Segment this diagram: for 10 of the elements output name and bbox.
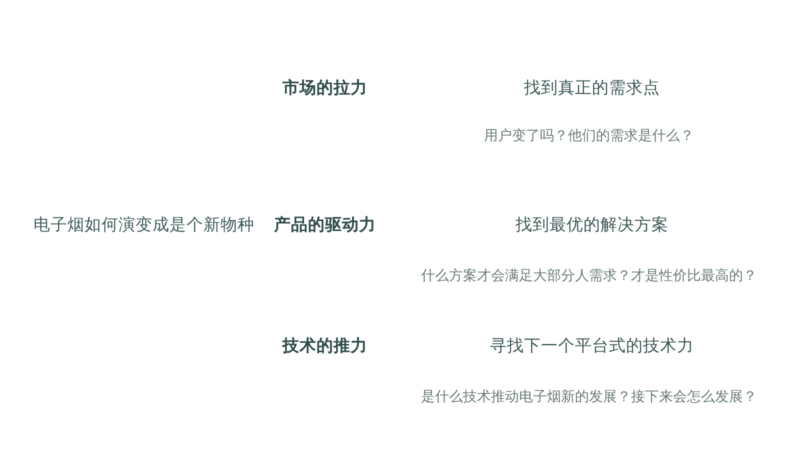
branch-heading: 市场的拉力: [282, 78, 368, 98]
question-text: 什么方案才会满足大部分人需求？才是性价比最高的？: [421, 268, 757, 286]
branch-heading: 技术的推力: [282, 336, 368, 356]
topic-text: 电子烟如何演变成是个新物种: [34, 214, 254, 236]
question-text: 是什么技术推动电子烟新的发展？接下来会怎么发展？: [421, 389, 757, 407]
goal-heading: 寻找下一个平台式的技术力: [490, 336, 694, 356]
goal-heading: 找到真正的需求点: [524, 78, 660, 98]
branch-heading: 产品的驱动力: [274, 214, 376, 236]
goal-heading: 找到最优的解决方案: [516, 214, 668, 236]
question-text: 用户变了吗？他们的需求是什么？: [484, 128, 694, 146]
